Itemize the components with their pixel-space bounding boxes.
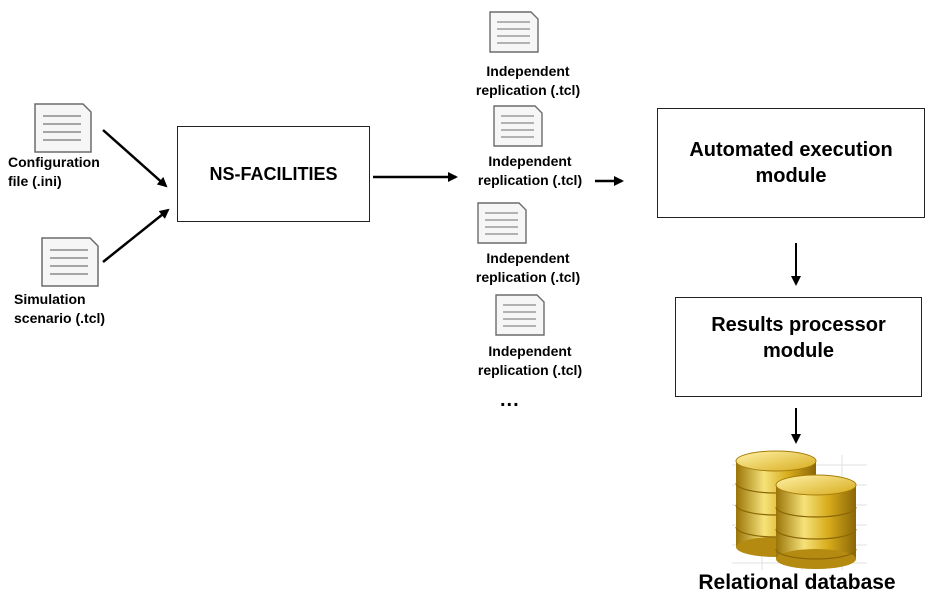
database-icon <box>732 450 867 570</box>
arrow-scenario-to-ns <box>102 208 170 263</box>
document-icon <box>489 11 539 53</box>
document-icon <box>493 105 543 147</box>
relational-database-label: Relational database <box>698 571 896 594</box>
document-icon <box>477 202 527 244</box>
ellipsis: ... <box>500 389 520 411</box>
document-icon <box>34 103 92 153</box>
ns-facilities-box: NS-FACILITIES <box>177 126 370 222</box>
arrow-config-to-ns <box>102 129 168 188</box>
ns-facilities-label: NS-FACILITIES <box>209 163 338 184</box>
document-icon <box>495 294 545 336</box>
config-file-label: Configuration file (.ini) <box>8 154 100 189</box>
replication-label: Independent replication (.tcl) <box>475 250 581 285</box>
replication-label: Independent replication (.tcl) <box>477 153 583 188</box>
results-processor-box: Results processor module <box>675 297 922 397</box>
document-icon <box>41 237 99 287</box>
automated-execution-box: Automated execution module <box>657 108 925 218</box>
replication-label: Independent replication (.tcl) <box>475 63 581 98</box>
simulation-scenario-label: Simulation scenario (.tcl) <box>14 291 106 326</box>
replication-label: Independent replication (.tcl) <box>477 343 583 378</box>
